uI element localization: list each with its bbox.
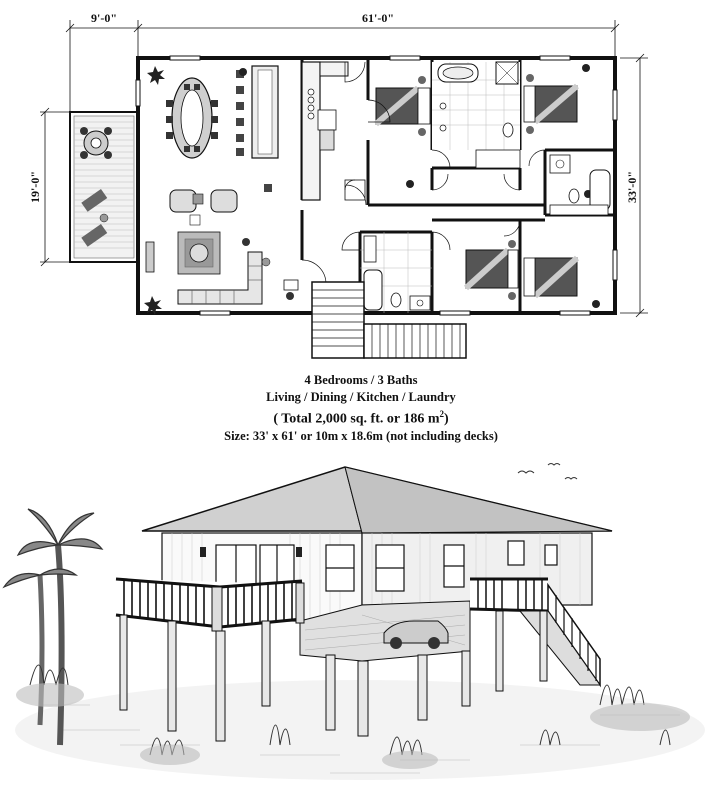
rooms-summary: 4 Bedrooms / 3 Baths: [304, 373, 418, 387]
shrub-fill: [16, 683, 690, 769]
dining-table: [166, 77, 218, 159]
total-area-close: ): [444, 411, 449, 427]
total-area-text: ( Total 2,000 sq. ft. or 186 m: [273, 411, 440, 427]
bedroom-2: [523, 74, 579, 134]
car-icon: [383, 620, 449, 649]
door-swings: [301, 99, 546, 285]
bedroom-4: [523, 255, 580, 299]
total-area: ( Total 2,000 sq. ft. or 186 m2): [0, 406, 722, 428]
pilings: [119, 610, 548, 742]
areas-summary: Living / Dining / Kitchen / Laundry: [266, 390, 456, 404]
master-bath: [432, 61, 521, 169]
shrubs: [29, 664, 671, 756]
deck-railing-left: [115, 577, 305, 632]
size-summary: Size: 33' x 61' or 10m x 18.6m (not incl…: [224, 428, 498, 443]
birds-icon: [517, 463, 578, 480]
wall-lamps: [200, 547, 302, 557]
bedroom-1: [374, 76, 431, 136]
dimension-deck-depth: 19'-0": [28, 171, 42, 203]
house-elevation: [2, 463, 705, 780]
bedroom-3: [463, 240, 519, 300]
front-stairs: [311, 281, 467, 359]
palm-trees: [2, 508, 104, 746]
deck-railing-right: [469, 577, 549, 613]
bath-2: [549, 154, 611, 216]
kitchen-counters: [301, 61, 366, 201]
windows: [135, 55, 618, 316]
dimension-lines: [40, 20, 648, 318]
plan-caption: 4 Bedrooms / 3 Baths Living / Dining / K…: [0, 372, 722, 445]
dimension-deck-width: 9'-0": [91, 11, 117, 25]
bath-3: [360, 232, 432, 313]
total-area-superscript: 2: [439, 409, 445, 419]
dimension-house-width: 61'-0": [362, 11, 394, 25]
dimension-house-depth: 33'-0": [625, 171, 639, 203]
living-room-furniture: [145, 189, 299, 305]
floor-plan: 9'-0" 61'-0" 19'-0" 33'-0": [28, 11, 648, 359]
side-deck: [69, 111, 139, 263]
